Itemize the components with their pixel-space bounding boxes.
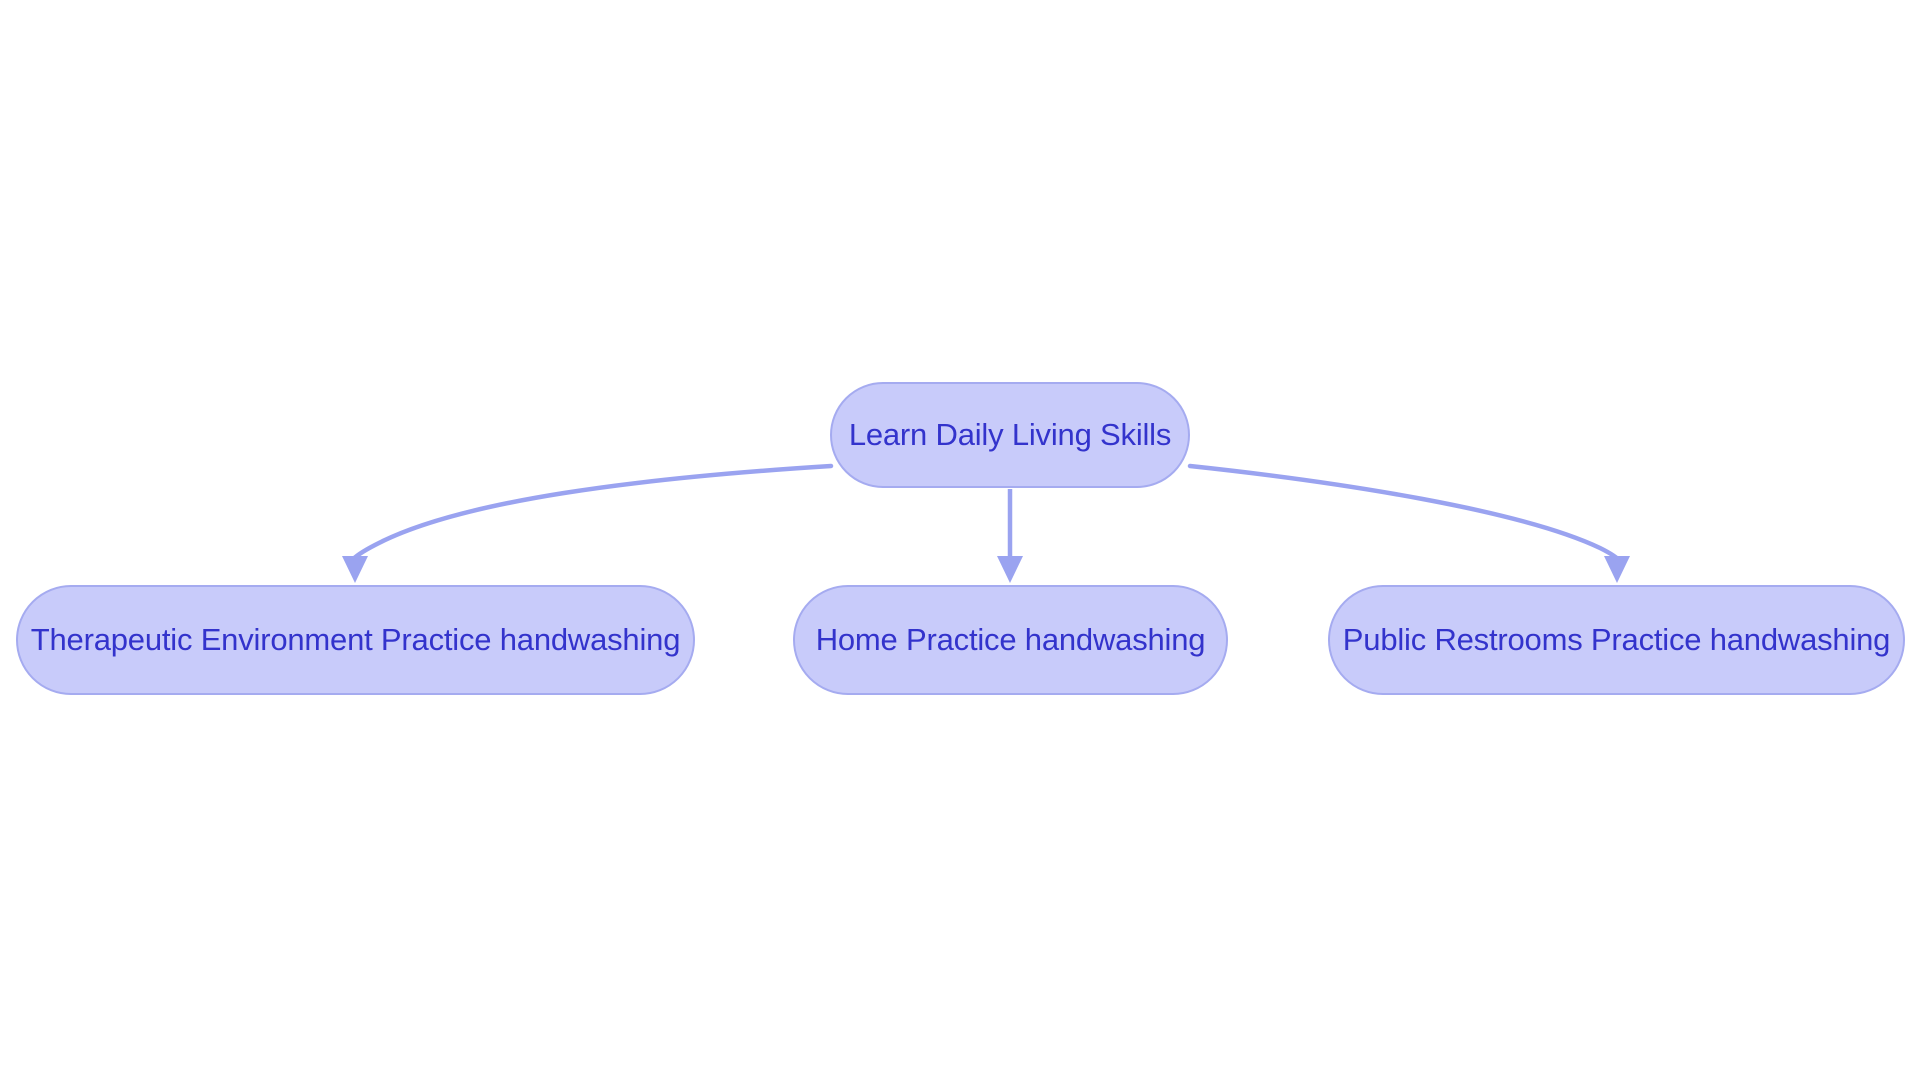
node-home[interactable]: Home Practice handwashing	[793, 585, 1228, 695]
node-public-restrooms[interactable]: Public Restrooms Practice handwashing	[1328, 585, 1905, 695]
node-root-label: Learn Daily Living Skills	[848, 417, 1172, 453]
edge-root-to-child-0	[348, 463, 834, 574]
node-therapeutic-environment-label: Therapeutic Environment Practice handwas…	[30, 622, 681, 658]
node-home-label: Home Practice handwashing	[815, 622, 1206, 658]
node-root[interactable]: Learn Daily Living Skills	[830, 382, 1190, 488]
edge-root-to-child-2	[1187, 463, 1624, 574]
node-public-restrooms-label: Public Restrooms Practice handwashing	[1342, 622, 1891, 658]
node-therapeutic-environment[interactable]: Therapeutic Environment Practice handwas…	[16, 585, 695, 695]
arrowhead-child-1	[997, 556, 1023, 583]
arrowhead-child-0	[342, 556, 368, 583]
arrowhead-child-2	[1604, 556, 1630, 583]
